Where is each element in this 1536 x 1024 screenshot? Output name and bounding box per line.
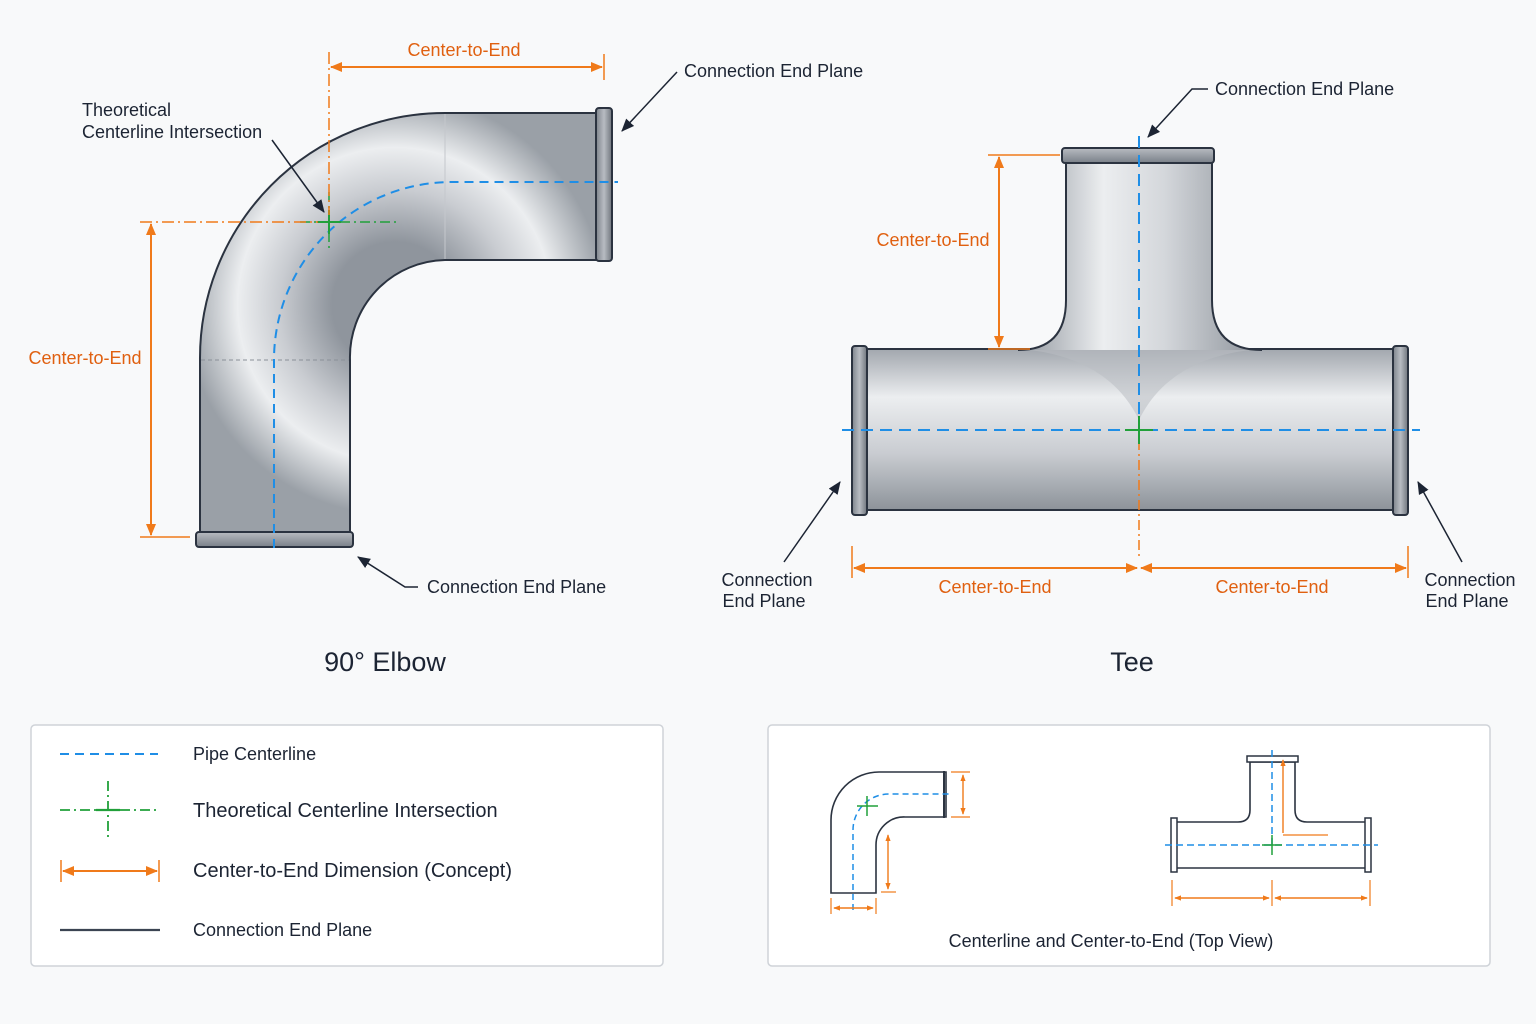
top-view-caption: Centerline and Center-to-End (Top View)	[949, 931, 1274, 951]
legend-symbol-intersection	[60, 781, 160, 839]
legend-label-intersection: Theoretical Centerline Intersection	[193, 800, 498, 822]
tee-right-plane-leader	[1417, 481, 1463, 563]
tee-end-plane-left-label-line2: End Plane	[722, 591, 805, 611]
top-view-panel: Centerline and Center-to-End (Top View)	[767, 724, 1491, 967]
elbow-end-plane-bottom-label: Connection End Plane	[427, 577, 606, 597]
elbow-bottom-plane-leader	[357, 556, 418, 588]
tee-end-plane-right-label-line2: End Plane	[1425, 591, 1508, 611]
elbow-intersection-label-line1: Theoretical	[82, 100, 171, 120]
elbow-dimension-top	[328, 52, 605, 215]
tee-end-plane-left-label-line1: Connection	[721, 570, 812, 590]
elbow-right-plane-leader	[621, 71, 678, 132]
elbow-end-plane-right-label: Connection End Plane	[684, 61, 863, 81]
elbow-drawing	[140, 52, 678, 588]
elbow-dim-top-label: Center-to-End	[407, 40, 520, 60]
tee-intersection-marker	[1125, 416, 1153, 560]
elbow-intersection-leader	[271, 139, 325, 213]
tee-end-plane-right-label-line1: Connection	[1424, 570, 1515, 590]
tee-dimension-vertical	[988, 154, 1060, 350]
elbow-end-flange-right	[595, 107, 613, 262]
tee-dim-bottom-left-label: Center-to-End	[938, 577, 1051, 597]
elbow-dim-left-label: Center-to-End	[28, 348, 141, 368]
tee-end-plane-top-label: Connection End Plane	[1215, 79, 1394, 99]
elbow-intersection-label-line2: Centerline Intersection	[82, 122, 262, 142]
legend-label-end-plane: Connection End Plane	[193, 920, 372, 940]
legend-label-dimension: Center-to-End Dimension (Concept)	[193, 860, 512, 882]
tee-top-plane-leader	[1147, 88, 1208, 138]
elbow-dimension-left	[140, 221, 318, 538]
tee-drawing	[783, 88, 1463, 578]
top-view-elbow	[830, 771, 970, 914]
tee-dim-vertical-label: Center-to-End	[876, 230, 989, 250]
tee-left-plane-leader	[783, 481, 841, 563]
top-view-tee	[1165, 750, 1378, 906]
tee-title: Tee	[1110, 647, 1154, 677]
elbow-centerline	[273, 181, 618, 548]
tee-dimension-bottom	[851, 546, 1409, 578]
legend-panel: Pipe Centerline Theoretical Centerline I…	[30, 724, 664, 967]
tee-dim-bottom-right-label: Center-to-End	[1215, 577, 1328, 597]
elbow-title: 90° Elbow	[324, 647, 446, 677]
legend-symbol-dimension	[60, 860, 160, 882]
legend-label-centerline: Pipe Centerline	[193, 744, 316, 764]
elbow-body	[198, 112, 599, 533]
